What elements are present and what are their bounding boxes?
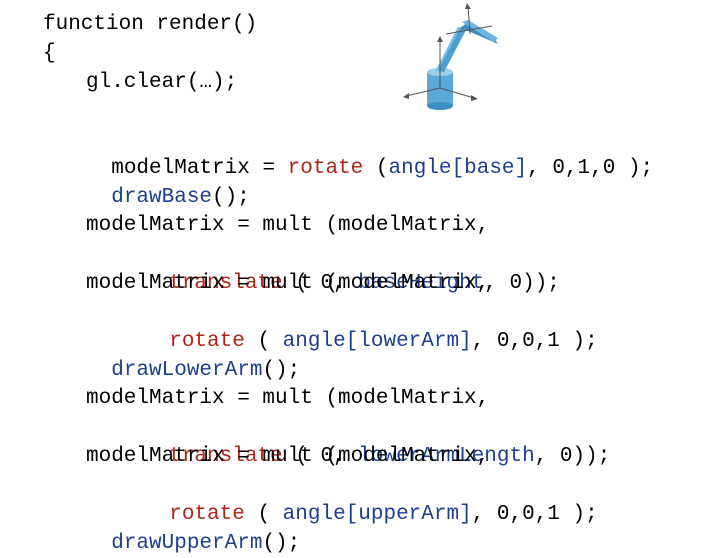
function-signature: function render() (43, 13, 258, 36)
upper-mult-line-2: modelMatrix = mult (modelMatrix, (86, 445, 490, 468)
robot-arm-icon (403, 3, 498, 110)
lower-arm-length-var: lowerArmLength (358, 445, 535, 468)
args-rest: , 0)); (534, 445, 611, 468)
call-parens: (); (262, 359, 301, 382)
call-parens: (); (212, 186, 250, 209)
robot-lower-arm-icon (436, 27, 466, 72)
draw-base-function: drawBase (111, 186, 213, 209)
angle-lower-arm: angle[lowerArm] (282, 330, 472, 353)
call-parens: (); (262, 532, 301, 555)
rotate-function: rotate (287, 157, 364, 180)
angle-upper-arm: angle[upperArm] (282, 503, 472, 526)
base-height-var: baseHeight (358, 272, 485, 295)
rotate-function: rotate (169, 503, 245, 526)
lower-mult-line-1: modelMatrix = mult (modelMatrix, (86, 214, 490, 237)
axis-arrowheads-icon (403, 3, 478, 101)
lower-rotate-line: rotate ( angle[lowerArm], 0,0,1 ); (144, 298, 598, 353)
args-open: ( (244, 330, 283, 353)
angle-base: angle[base] (388, 157, 528, 180)
args-open: ( (363, 157, 389, 180)
upper-mult-line-1: modelMatrix = mult (modelMatrix, (86, 387, 490, 410)
draw-upper-arm-line: drawUpperArm(); (86, 500, 300, 555)
draw-lower-arm-function: drawLowerArm (111, 359, 263, 382)
args-rest: , 0,1,0 ); (527, 157, 654, 180)
base-rotate-line: modelMatrix = rotate (angle[base], 0,1,0… (86, 125, 653, 180)
args-open: ( 0, (282, 272, 359, 295)
coordinate-axes-icon (405, 5, 493, 99)
args-rest: , 0,0,1 ); (471, 503, 598, 526)
upper-translate-line: translate ( 0, lowerArmLength, 0)); (144, 413, 610, 468)
matrix-assign: modelMatrix = (111, 157, 288, 180)
args-open: ( 0, (282, 445, 359, 468)
lower-translate-line: translate ( 0, baseHeight, 0)); (144, 240, 560, 295)
args-open: ( (244, 503, 283, 526)
open-brace: { (43, 42, 56, 65)
draw-lower-arm-line: drawLowerArm(); (86, 327, 300, 382)
lower-mult-line-2: modelMatrix = mult (modelMatrix, (86, 272, 490, 295)
robot-upper-arm-icon (460, 20, 498, 44)
upper-rotate-line: rotate ( angle[upperArm], 0,0,1 ); (144, 471, 598, 526)
clear-call: gl.clear(…); (86, 71, 238, 94)
draw-base-line: drawBase(); (86, 154, 250, 209)
translate-function: translate (169, 445, 283, 468)
args-rest: , 0)); (484, 272, 560, 295)
translate-function: translate (169, 272, 283, 295)
rotate-function: rotate (169, 330, 245, 353)
draw-upper-arm-function: drawUpperArm (111, 532, 263, 555)
args-rest: , 0,0,1 ); (471, 330, 598, 353)
